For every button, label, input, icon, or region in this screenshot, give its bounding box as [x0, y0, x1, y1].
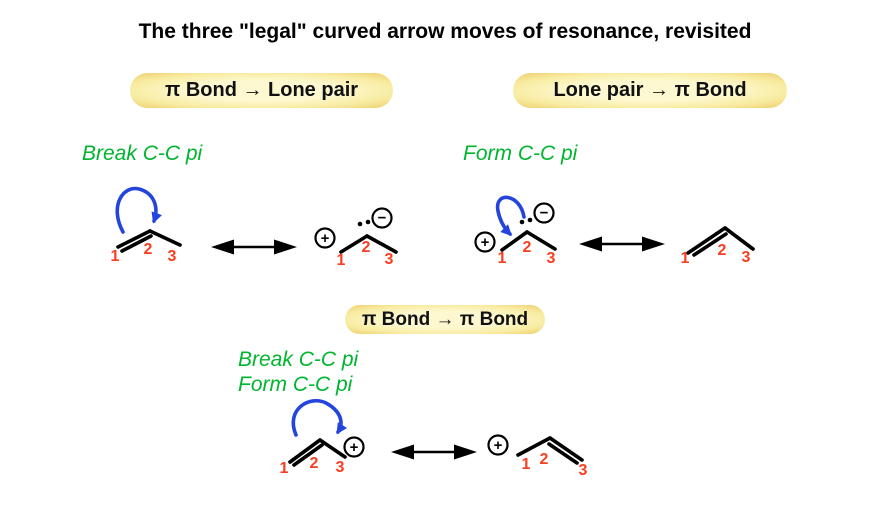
- heading-pi-bond-to-lone-pair: π Bond → Lone pair: [130, 73, 393, 108]
- page-title: The three "legal" curved arrow moves of …: [138, 20, 752, 43]
- plus-charge-icon: [487, 434, 509, 456]
- structure-propene-arrow-to-c2: 1 2 3: [111, 186, 182, 265]
- heading-pi-bond-to-pi-bond: π Bond → π Bond: [345, 305, 545, 334]
- bond-c1-c2: [339, 234, 369, 254]
- bond-c1-c2: [116, 229, 152, 249]
- note-break-cc-pi: Break C-C pi: [82, 142, 203, 165]
- bond-c1-c2: [500, 230, 529, 252]
- note-form-cc-pi: Form C-C pi: [463, 142, 578, 165]
- plus-sign: +: [481, 234, 490, 251]
- curved-arrow-icon: [115, 186, 162, 234]
- bond-c1-c2: [686, 226, 727, 255]
- plus-charge-icon: [314, 227, 336, 249]
- atom-number-3: 3: [547, 250, 556, 267]
- bond-c2-c3: [365, 234, 398, 254]
- atom-number-1: 1: [498, 250, 507, 267]
- atom-number-1: 1: [681, 250, 690, 267]
- lone-pair-dot: [365, 219, 371, 225]
- note-line-form: Form C-C pi: [238, 373, 353, 396]
- bond-c1-c2: [288, 438, 322, 464]
- bond-c1-c2-pi: [692, 232, 728, 257]
- plus-sign: +: [350, 439, 359, 456]
- resonance-arrow-right-head: [642, 236, 665, 252]
- resonance-arrow-icon: [579, 236, 665, 252]
- atom-number-2: 2: [144, 241, 153, 258]
- bond-c2-c3: [723, 226, 755, 251]
- atom-number-3: 3: [336, 459, 345, 476]
- atom-number-2: 2: [718, 242, 727, 259]
- atom-number-3: 3: [385, 251, 394, 268]
- lone-pair-dot: [357, 221, 363, 227]
- bond-c2-c3: [548, 436, 584, 462]
- resonance-arrow-icon: [211, 239, 297, 255]
- minus-charge-icon: [371, 207, 393, 229]
- atom-number-1: 1: [522, 456, 531, 473]
- structure-allyl-cation-arrow: + 1 2 3: [280, 399, 365, 477]
- plus-sign: +: [321, 230, 330, 247]
- atom-number-1: 1: [280, 460, 289, 477]
- structure-lone-pair-arrow-to-bond: + − 1 2 3: [474, 195, 557, 267]
- minus-sign: −: [378, 210, 387, 227]
- plus-charge-icon: [474, 231, 496, 253]
- lone-pair-dot: [527, 217, 533, 223]
- note-line-break: Break C-C pi: [238, 348, 359, 371]
- resonance-arrow-right-head: [454, 444, 477, 460]
- atom-number-2: 2: [362, 239, 371, 256]
- resonance-arrow-icon: [391, 444, 477, 460]
- bond-c1-c2-pi: [120, 234, 153, 253]
- lone-pair-dot: [519, 219, 525, 225]
- atom-number-3: 3: [579, 462, 588, 479]
- bond-c2-c3-pi: [547, 442, 579, 465]
- structure-propene: 1 2 3: [681, 226, 755, 267]
- curved-arrow-icon: [495, 195, 526, 236]
- plus-sign: +: [494, 437, 503, 454]
- atom-number-2: 2: [540, 451, 549, 468]
- atom-number-1: 1: [111, 248, 120, 265]
- minus-charge-icon: [533, 202, 555, 224]
- structure-carbanion-c2-cation-c1: + − 1 2 3: [314, 207, 398, 269]
- resonance-arrow-right-head: [274, 239, 297, 255]
- plus-charge-icon: [343, 436, 365, 458]
- bond-c1-c2-pi: [292, 443, 324, 467]
- bond-c1-c2: [516, 436, 552, 457]
- structure-allyl-cation-shifted: + 1 2 3: [487, 434, 588, 479]
- bond-c2-c3: [525, 230, 557, 251]
- atom-number-2: 2: [310, 455, 319, 472]
- curved-arrow-icon: [291, 399, 348, 437]
- minus-sign: −: [540, 205, 549, 222]
- resonance-arrow-left-head: [579, 236, 602, 252]
- note-break-form-cc-pi: Break C-C pi Form C-C pi: [238, 347, 358, 397]
- resonance-arrow-left-head: [211, 239, 234, 255]
- atom-number-1: 1: [337, 252, 346, 269]
- atom-number-2: 2: [523, 239, 532, 256]
- bond-c2-c3: [318, 438, 347, 459]
- resonance-arrow-left-head: [391, 444, 414, 460]
- atom-number-3: 3: [742, 249, 751, 266]
- bond-c2-c3: [148, 229, 182, 247]
- heading-lone-pair-to-pi-bond: Lone pair → π Bond: [513, 73, 787, 108]
- atom-number-3: 3: [168, 248, 177, 265]
